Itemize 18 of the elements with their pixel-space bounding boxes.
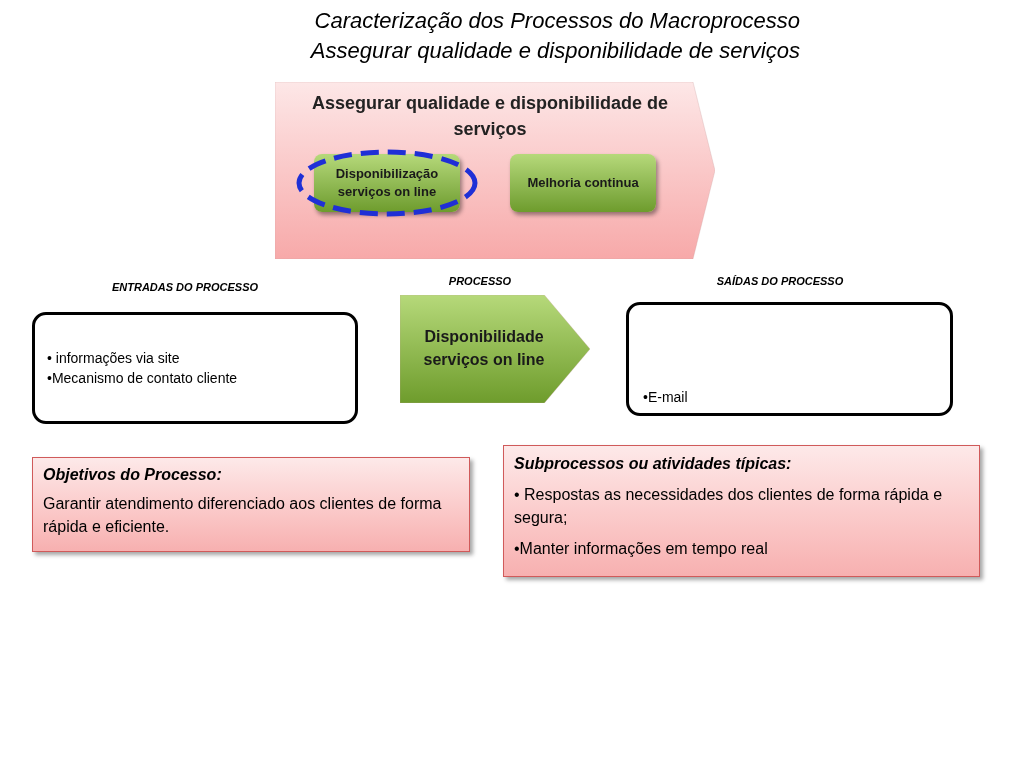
objectives-card: [32, 457, 470, 552]
section-heading: SAÍDAS DO PROCESSO: [715, 274, 845, 289]
bullet-item: • informações via site: [47, 349, 181, 368]
section-heading: ENTRADAS DO PROCESSO: [110, 280, 260, 295]
bullet-item: •Manter informações em tempo real: [514, 539, 769, 559]
card-heading: Objetivos do Processo:: [43, 465, 223, 485]
bullet-item: •E-mail: [643, 388, 689, 407]
section-heading: PROCESSO: [447, 274, 513, 289]
bullet-item: •Mecanismo de contato cliente: [47, 369, 239, 388]
process-box: Disponibilização serviços on line: [314, 154, 460, 212]
card-text: Garantir atendimento diferenciado aos clientes de forma rápida e eficiente.: [43, 494, 443, 537]
card-heading: Subprocessos ou atividades típicas:: [514, 454, 793, 474]
subprocess-card: [503, 445, 980, 577]
title: Caracterização dos Processos do Macroprocesso Assegurar qualidade e disponibilidade de serviços: [309, 7, 800, 65]
process-box: Melhoria continua: [510, 154, 656, 212]
process-label: Disponibilidade serviços on line: [422, 327, 546, 370]
bullet-item: • Respostas as necessidades dos clientes de forma rápida e segura;: [514, 485, 944, 528]
node-heading: Assegurar qualidade e disponibilidade de serviços: [310, 92, 670, 141]
